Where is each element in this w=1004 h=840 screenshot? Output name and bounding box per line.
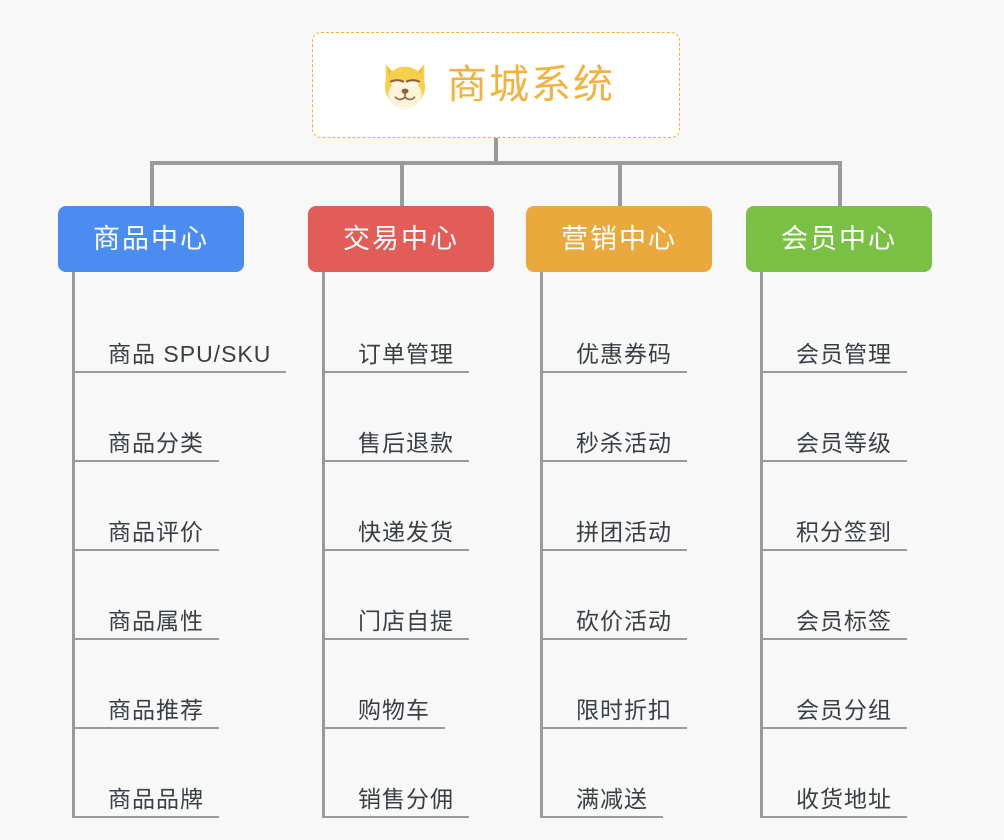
connector-drop-4 xyxy=(838,161,842,206)
list-item-label: 门店自提 xyxy=(358,607,454,634)
list-item[interactable]: 会员等级 xyxy=(763,373,932,462)
list-item[interactable]: 满减送 xyxy=(543,729,712,818)
category-box-3[interactable]: 营销中心 xyxy=(526,206,712,272)
list-item-label: 收货地址 xyxy=(796,785,892,812)
list-item[interactable]: 购物车 xyxy=(325,640,494,729)
list-item[interactable]: 秒杀活动 xyxy=(543,373,712,462)
leaf-list-3: 优惠券码 秒杀活动 拼团活动 砍价活动 限时折扣 满减送 xyxy=(540,272,712,818)
leaf-list-1: 商品 SPU/SKU 商品分类 商品评价 商品属性 商品推荐 商品品牌 xyxy=(72,272,286,818)
connector-root-stem xyxy=(494,138,498,164)
leaf-list-4: 会员管理 会员等级 积分签到 会员标签 会员分组 收货地址 xyxy=(760,272,932,818)
shiba-dog-emoji-icon xyxy=(384,64,426,110)
list-item-label: 限时折扣 xyxy=(576,696,672,723)
root-node[interactable]: 商城系统 xyxy=(312,32,680,138)
list-item-label: 购物车 xyxy=(358,696,430,723)
list-item-label: 秒杀活动 xyxy=(576,429,672,456)
branch-column-4: 会员中心 会员管理 会员等级 积分签到 会员标签 会员分组 xyxy=(746,206,932,818)
list-item[interactable]: 订单管理 xyxy=(325,284,494,373)
list-item[interactable]: 销售分佣 xyxy=(325,729,494,818)
list-item-label: 积分签到 xyxy=(796,518,892,545)
category-label-1: 商品中心 xyxy=(93,223,209,254)
list-item[interactable]: 商品属性 xyxy=(75,551,271,640)
leaf-list-2: 订单管理 售后退款 快递发货 门店自提 购物车 销售分佣 xyxy=(322,272,494,818)
category-box-1[interactable]: 商品中心 xyxy=(58,206,244,272)
list-item[interactable]: 门店自提 xyxy=(325,551,494,640)
list-item-label: 会员标签 xyxy=(796,607,892,634)
list-item[interactable]: 商品推荐 xyxy=(75,640,271,729)
list-item[interactable]: 售后退款 xyxy=(325,373,494,462)
list-item-label: 商品分类 xyxy=(108,429,204,456)
list-item[interactable]: 会员分组 xyxy=(763,640,932,729)
category-label-3: 营销中心 xyxy=(561,223,677,254)
list-item-label: 商品评价 xyxy=(108,518,204,545)
list-item[interactable]: 商品评价 xyxy=(75,462,271,551)
list-item[interactable]: 会员管理 xyxy=(763,284,932,373)
list-item[interactable]: 限时折扣 xyxy=(543,640,712,729)
list-item-label: 订单管理 xyxy=(358,340,454,367)
list-item[interactable]: 优惠券码 xyxy=(543,284,712,373)
list-item-label: 会员分组 xyxy=(796,696,892,723)
list-item-label: 拼团活动 xyxy=(576,518,672,545)
list-item[interactable]: 砍价活动 xyxy=(543,551,712,640)
root-title: 商城系统 xyxy=(447,63,615,107)
category-box-4[interactable]: 会员中心 xyxy=(746,206,932,272)
connector-drop-3 xyxy=(618,161,622,206)
list-item-label: 满减送 xyxy=(576,785,648,812)
list-item[interactable]: 快递发货 xyxy=(325,462,494,551)
list-item[interactable]: 拼团活动 xyxy=(543,462,712,551)
list-item-label: 快递发货 xyxy=(358,518,454,545)
connector-horizontal-bar xyxy=(150,161,842,165)
list-item-label: 商品属性 xyxy=(108,607,204,634)
connector-drop-1 xyxy=(150,161,154,206)
category-label-4: 会员中心 xyxy=(781,223,897,254)
list-item-label: 会员管理 xyxy=(796,340,892,367)
list-item-label: 销售分佣 xyxy=(358,785,454,812)
branch-column-1: 商品中心 商品 SPU/SKU 商品分类 商品评价 商品属性 商品推荐 xyxy=(58,206,286,818)
list-item-label: 商品推荐 xyxy=(108,696,204,723)
list-item[interactable]: 收货地址 xyxy=(763,729,932,818)
branch-column-3: 营销中心 优惠券码 秒杀活动 拼团活动 砍价活动 限时折扣 xyxy=(526,206,712,818)
category-label-2: 交易中心 xyxy=(343,223,459,254)
category-box-2[interactable]: 交易中心 xyxy=(308,206,494,272)
list-item-label: 售后退款 xyxy=(358,429,454,456)
list-item[interactable]: 商品分类 xyxy=(75,373,271,462)
list-item-label: 优惠券码 xyxy=(576,340,672,367)
list-item-label: 会员等级 xyxy=(796,429,892,456)
connector-drop-2 xyxy=(400,161,404,206)
list-item-label: 商品 SPU/SKU xyxy=(108,340,272,367)
branch-column-2: 交易中心 订单管理 售后退款 快递发货 门店自提 购物车 xyxy=(308,206,494,818)
list-item-label: 砍价活动 xyxy=(576,607,672,634)
list-item-label: 商品品牌 xyxy=(108,785,204,812)
list-item[interactable]: 商品品牌 xyxy=(75,729,271,818)
list-item[interactable]: 积分签到 xyxy=(763,462,932,551)
list-item[interactable]: 商品 SPU/SKU xyxy=(75,284,286,373)
list-item[interactable]: 会员标签 xyxy=(763,551,932,640)
